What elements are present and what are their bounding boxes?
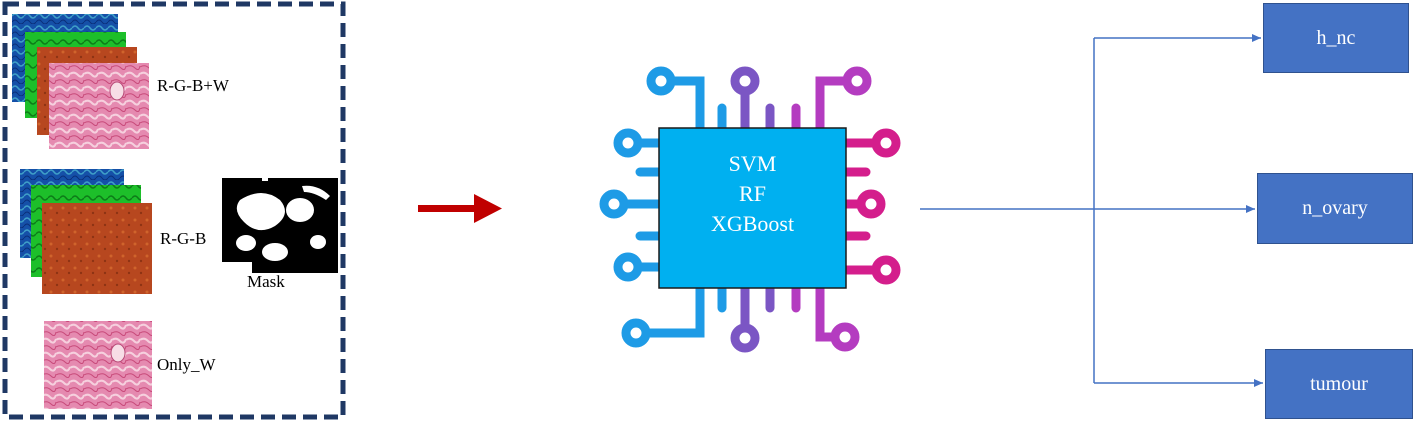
model-svm: SVM [728,151,777,176]
processor-chip-icon [599,66,901,353]
output-connectors [920,34,1263,387]
white-light-image [49,63,149,149]
output-box-n-ovary: n_ovary [1257,173,1413,244]
output-box-tumour: tumour [1265,349,1413,419]
model-list: SVM RF XGBoost [659,128,846,288]
only-w-label: Only_W [157,355,216,374]
mask-label: Mask [247,272,285,291]
rgbw-image-stack [12,14,149,149]
only-w-image [44,321,152,409]
red-channel-image [42,203,152,294]
tissue-vessel [109,81,125,101]
input-panel [2,1,346,420]
rgbw-label: R-G-B+W [157,76,229,95]
mask-image [222,178,338,273]
model-xgboost: XGBoost [710,211,795,236]
chip-body [658,127,847,289]
rgb-image-stack [20,169,152,294]
red-arrow-icon [418,194,502,223]
output-box-h-nc: h_nc [1263,3,1409,73]
model-rf: RF [739,181,766,206]
rgb-label: R-G-B [160,229,207,248]
